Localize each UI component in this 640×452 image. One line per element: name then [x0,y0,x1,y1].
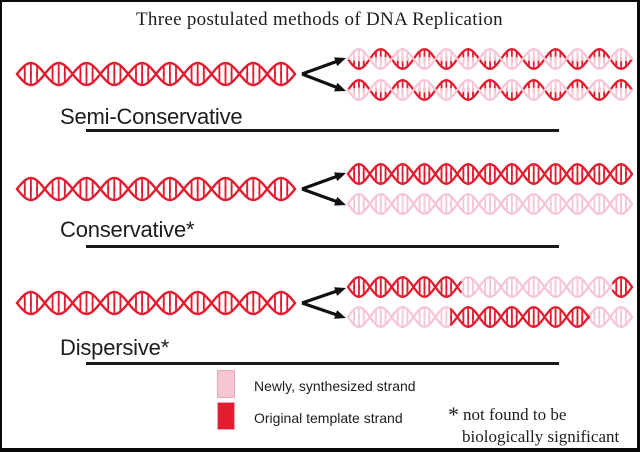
arrow-shaft [301,72,339,90]
replication-arrow [301,287,346,305]
dna-strand [346,163,634,185]
dna-strand [611,276,634,289]
dna-strand [449,306,592,328]
dna-strand [346,193,634,215]
original-helix-semi-conservative [15,61,297,87]
replication-arrow [301,172,346,191]
dna-strand [346,79,634,101]
dna-strand [346,163,634,185]
arrow-head [334,82,346,92]
replication-arrow [301,301,346,319]
arrow-shaft [301,187,339,204]
arrow-head [334,287,346,296]
section-label-semi-conservative: Semi-Conservative [60,104,243,129]
dna-strand [588,306,634,328]
replication-arrow [301,57,346,76]
section-underline-conservative [86,245,559,248]
footnote-line-1: *not found to be [448,402,567,427]
daughter-helix-2-conservative [346,193,634,215]
dna-strand [15,290,297,316]
dna-strand [346,48,634,70]
arrow-head [334,57,346,67]
dna-strand [346,276,464,298]
legend-label-new-strand: Newly, synthesized strand [254,378,416,394]
section-underline-dispersive [86,362,559,365]
arrow-shaft [301,59,339,76]
dna-strand [346,193,634,215]
legend-swatch-new-strand [217,370,235,398]
daughter-helix-2-semi-conservative [346,79,634,101]
dna-strand [346,79,634,101]
arrow-shaft [301,174,339,191]
legend-swatch-original-strand [217,402,235,430]
original-helix-dispersive [15,290,297,316]
dna-strand [15,61,297,87]
replication-arrow [301,187,346,206]
dna-strand [346,306,453,328]
dna-strand [346,48,634,70]
arrow-head [334,196,346,206]
daughter-helix-2-dispersive [346,306,634,328]
footnote-line-2: biologically significant [462,427,620,446]
arrow-shaft [301,301,338,317]
dna-strand [449,306,592,328]
dna-strand [611,285,634,298]
footnote-text-1: not found to be [463,405,567,424]
daughter-helix-1-dispersive [346,276,634,298]
asterisk-symbol: * [448,402,459,427]
dna-strand [346,306,453,328]
daughter-helix-1-conservative [346,163,634,185]
legend-label-original-strand: Original template strand [254,410,403,426]
dna-strand [460,276,615,298]
arrow-head [334,172,346,182]
dna-strand [588,306,634,328]
section-label-dispersive: Dispersive* [60,335,170,360]
original-helix-conservative [15,176,297,202]
diagram-title: Three postulated methods of DNA Replicat… [136,9,503,30]
dna-strand [346,276,464,298]
dna-strand [15,176,297,202]
section-label-conservative: Conservative* [60,217,195,242]
daughter-helix-1-semi-conservative [346,48,634,70]
replication-arrow [301,72,346,92]
section-underline-semi-conservative [86,129,559,132]
arrow-shaft [301,289,338,305]
arrow-head [334,310,346,319]
